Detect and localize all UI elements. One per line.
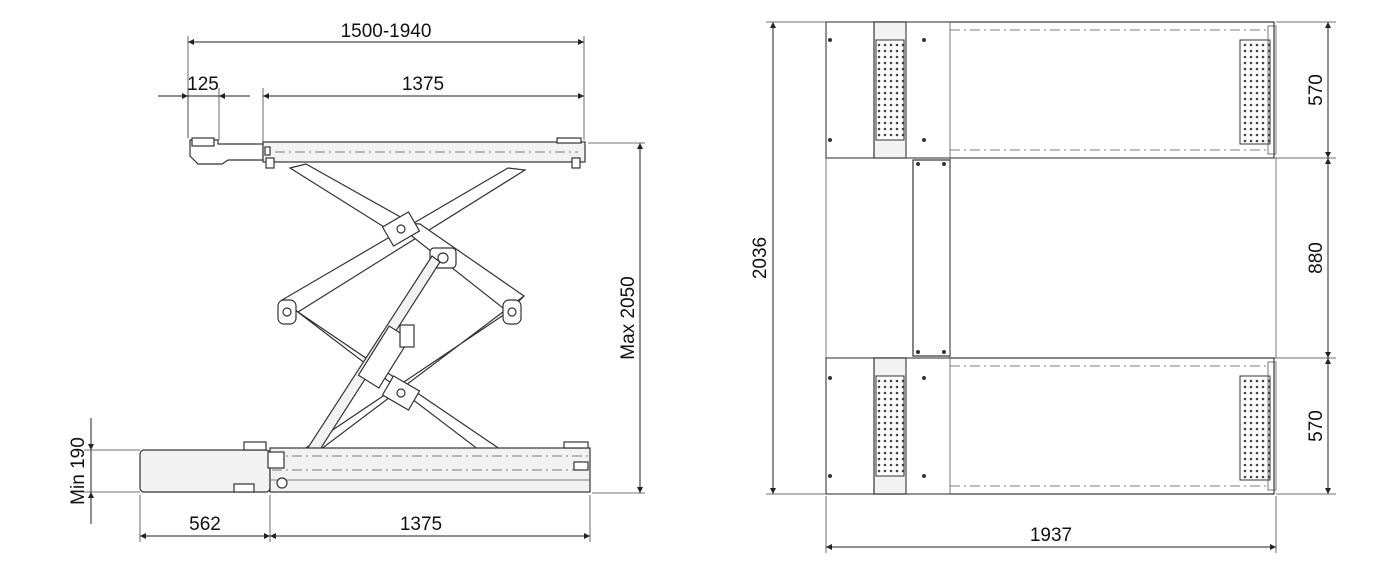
top-view: 2036 570 880 570 1937 xyxy=(750,21,1336,553)
center-cover xyxy=(825,157,1277,359)
base-frame xyxy=(139,441,591,493)
dimension-platform-bottom: 1375 xyxy=(270,495,591,542)
min-height-label: Min 190 xyxy=(68,437,89,505)
extension-label: 125 xyxy=(187,74,219,95)
dimension-platform-top: 1375 xyxy=(262,74,584,145)
total-width-label: 2036 xyxy=(750,237,771,279)
total-length-label: 1937 xyxy=(1030,525,1072,546)
dimension-gap: 880 xyxy=(1276,158,1336,359)
gap-width-label: 880 xyxy=(1306,242,1327,274)
dimension-runway-top: 570 xyxy=(1276,21,1336,159)
platform-bottom-label: 1375 xyxy=(400,514,442,535)
runway-top xyxy=(825,21,1277,159)
overall-width-label: 1500-1940 xyxy=(341,21,432,42)
runway-bottom xyxy=(825,357,1277,495)
runway-top-width-label: 570 xyxy=(1306,74,1327,106)
max-height-label: Max 2050 xyxy=(618,276,639,359)
dimension-total-width: 2036 xyxy=(750,21,826,495)
dimension-max-height: Max 2050 xyxy=(588,142,645,494)
scissor-mechanism xyxy=(277,163,527,467)
dimension-base: 562 xyxy=(139,495,271,542)
dimension-min-height: Min 190 xyxy=(68,418,140,524)
dimension-extension: 125 xyxy=(158,74,250,140)
upper-platform xyxy=(189,137,586,169)
side-view: 1500-1940 125 1375 xyxy=(68,21,645,542)
runway-bottom-width-label: 570 xyxy=(1306,410,1327,442)
dimension-overall-width: 1500-1940 xyxy=(187,21,585,140)
dimension-total-length: 1937 xyxy=(825,496,1277,553)
platform-top-label: 1375 xyxy=(402,74,444,95)
base-length-label: 562 xyxy=(189,514,221,535)
dimension-runway-bottom: 570 xyxy=(1276,358,1336,495)
